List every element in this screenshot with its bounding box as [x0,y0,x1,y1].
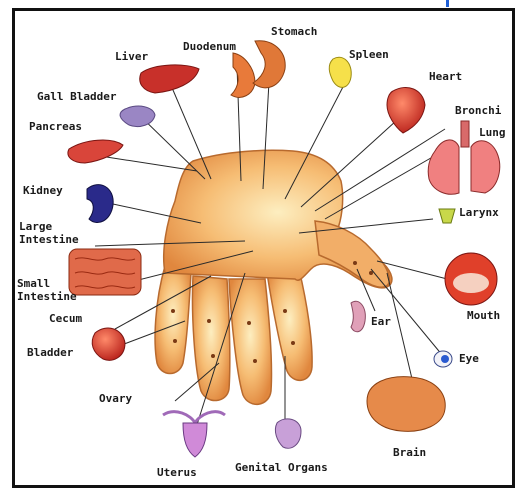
label-heart: Heart [429,71,462,83]
label-lung: Lung [479,127,506,139]
label-ovary: Ovary [99,393,132,405]
label-small-intestine-2: Intestine [17,291,77,303]
spleen-illustration [329,57,351,87]
ear-illustration [351,301,365,332]
label-mouth: Mouth [467,310,500,322]
label-genital-organs: Genital Organs [235,462,328,474]
heart-illustration [387,87,425,133]
label-larynx: Larynx [459,207,499,219]
label-eye: Eye [459,353,479,365]
eye-illustration [434,351,452,367]
bladder-illustration [92,328,125,360]
gall-bladder-illustration [120,106,155,126]
kidney-illustration [87,185,113,223]
label-small-intestine-1: Small [17,278,50,290]
label-ear: Ear [371,316,391,328]
pancreas-illustration [68,140,123,163]
intestine-illustration [69,249,141,295]
label-brain: Brain [393,447,426,459]
label-bladder: Bladder [27,347,73,359]
blue-corner-mark [446,0,449,7]
hand-illustration [155,150,392,404]
label-bronchi: Bronchi [455,105,501,117]
finger-middle [229,279,272,404]
label-pancreas: Pancreas [29,121,82,133]
brain-illustration [367,377,445,432]
liver-illustration [140,65,199,93]
hand-reflexology-diagram: Liver Duodenum Stomach Spleen Heart Gall… [15,11,512,485]
diagram-frame: Liver Duodenum Stomach Spleen Heart Gall… [12,8,515,488]
label-large-intestine-1: Large [19,221,52,233]
label-cecum: Cecum [49,313,82,325]
stomach-illustration [253,41,285,88]
label-uterus: Uterus [157,467,197,479]
uterus-illustration [163,412,225,457]
label-kidney: Kidney [23,185,63,197]
label-large-intestine-2: Intestine [19,234,79,246]
label-duodenum: Duodenum [183,41,236,53]
finger-pinky [155,266,191,374]
genital-organs-illustration [275,419,301,448]
mouth-illustration [445,253,497,305]
finger-index [267,269,312,380]
larynx-illustration [439,209,455,223]
label-stomach: Stomach [271,26,317,38]
label-spleen: Spleen [349,49,389,61]
label-liver: Liver [115,51,148,63]
duodenum-illustration [231,53,255,97]
label-gall-bladder: Gall Bladder [37,91,116,103]
